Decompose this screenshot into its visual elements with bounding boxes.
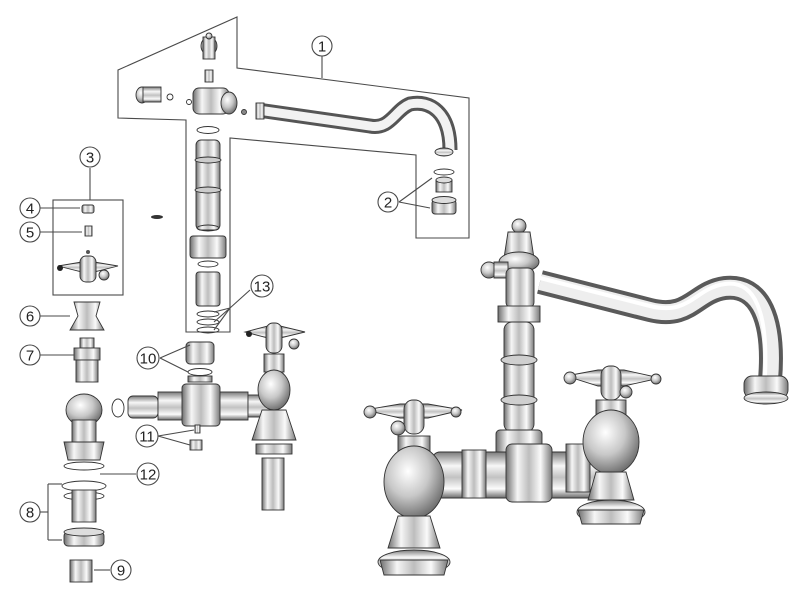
callout-7: 7 (19, 344, 41, 366)
tiny-washer (151, 215, 163, 219)
bridge-pipe-part (111, 341, 271, 427)
callout-6: 6 (19, 305, 41, 327)
callout-1: 1 (311, 35, 333, 57)
svg-text:7: 7 (26, 348, 34, 365)
finial-part (200, 32, 218, 60)
callout-4: 4 (19, 197, 41, 219)
valve-body-part (63, 393, 105, 471)
side-knob-part (135, 86, 174, 104)
assembled-right-valve (563, 365, 662, 525)
callout-2: 2 (377, 191, 399, 213)
svg-text:9: 9 (117, 563, 125, 580)
small-parts-11 (189, 424, 203, 451)
leader-lines (40, 56, 433, 571)
svg-text:13: 13 (254, 279, 271, 296)
spout-part (255, 95, 458, 157)
exploded-view: 1 2 3 4 5 6 7 8 (19, 16, 470, 583)
assembled-left-valve (363, 399, 463, 576)
callout-5: 5 (19, 221, 41, 243)
spring-part (204, 69, 214, 83)
svg-text:11: 11 (139, 429, 155, 446)
svg-text:4: 4 (26, 201, 34, 218)
assembled-faucet (363, 218, 789, 576)
callout-3: 3 (79, 146, 101, 168)
group-1-outline (117, 16, 470, 333)
assembled-column (480, 218, 543, 461)
svg-text:10: 10 (140, 351, 157, 368)
svg-text:3: 3 (86, 150, 94, 167)
callout-12: 12 (136, 462, 160, 486)
svg-text:6: 6 (26, 309, 34, 326)
column-stack-part (189, 126, 227, 334)
group-3-outline (52, 199, 124, 296)
svg-text:8: 8 (26, 505, 34, 522)
svg-text:1: 1 (318, 39, 326, 56)
svg-text:5: 5 (26, 225, 34, 242)
callout-8: 8 (19, 501, 48, 523)
cartridge-part (73, 337, 101, 383)
right-valve-part (243, 322, 306, 511)
svg-text:12: 12 (140, 467, 157, 484)
shroud-part (69, 301, 105, 331)
svg-text:2: 2 (384, 195, 392, 212)
handle-part (57, 204, 119, 283)
callout-9: 9 (110, 559, 132, 581)
top-housing-part (186, 87, 247, 115)
callout-13: 13 (250, 274, 274, 298)
callout-10: 10 (136, 346, 160, 370)
nut-9-part (69, 559, 93, 583)
body-8-part (61, 480, 107, 547)
aerator-parts (431, 168, 457, 215)
callout-11: 11 (135, 424, 159, 448)
